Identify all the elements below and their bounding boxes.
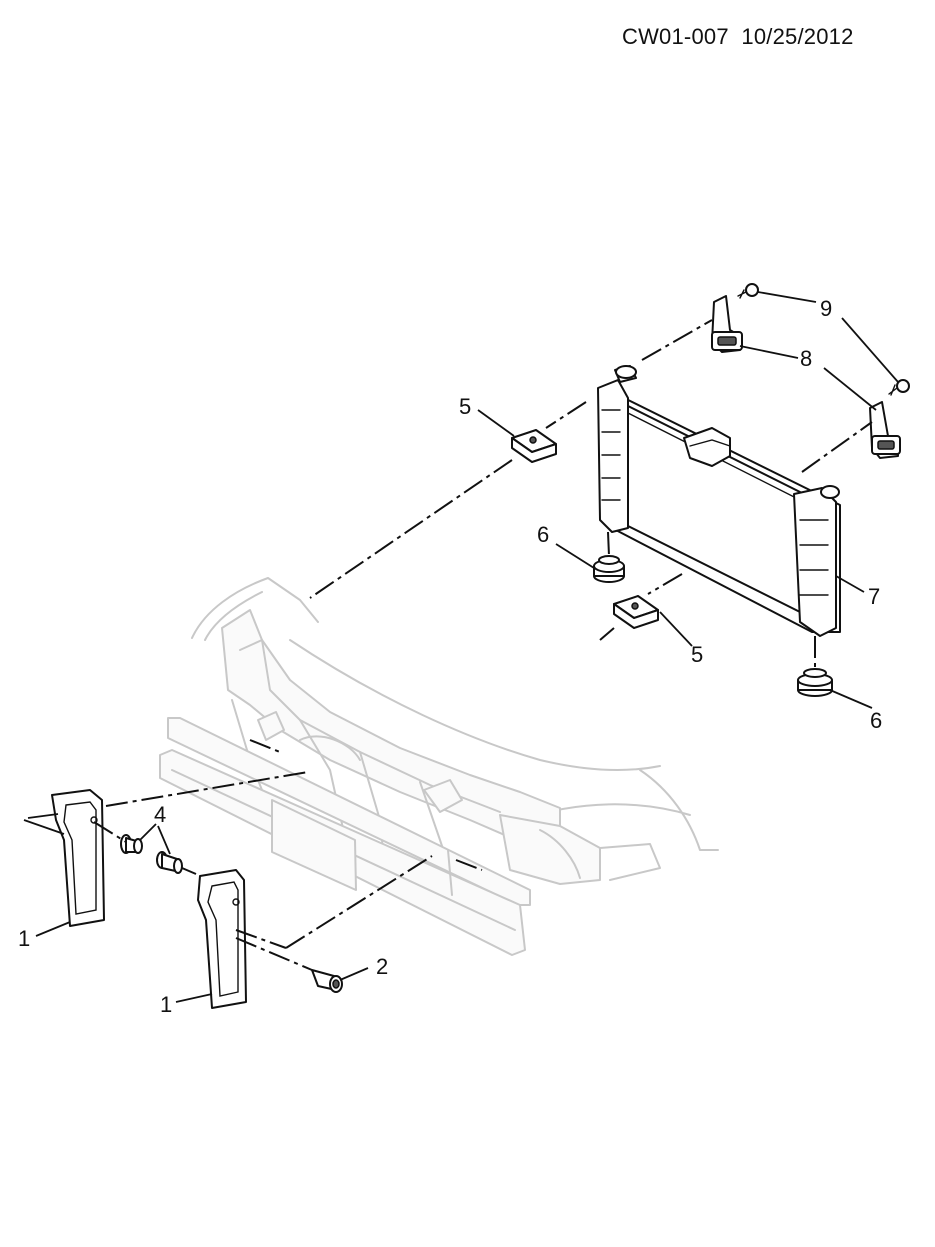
- radiator: [597, 365, 841, 637]
- callout-4: 4: [154, 802, 166, 827]
- push-pin-lower: [156, 851, 183, 874]
- lower-cushion-right: [797, 668, 833, 697]
- callout-1-right: 1: [160, 992, 172, 1017]
- lower-insulator: [613, 595, 659, 629]
- push-pin-upper: [120, 834, 143, 854]
- callout-5-upper: 5: [459, 394, 471, 419]
- diagram-date: 10/25/2012: [741, 24, 854, 49]
- callout-8: 8: [800, 346, 812, 371]
- callout-2: 2: [376, 954, 388, 979]
- assembly-lines: [93, 319, 873, 971]
- diagram-code: CW01-007: [622, 24, 729, 49]
- upper-insulator: [511, 429, 557, 463]
- upper-mount-bracket-right: [869, 401, 901, 459]
- callout-1-left: 1: [18, 926, 30, 951]
- callout-labels: 1 1 2 4 5 5 6 6 7 8 9: [18, 296, 882, 1017]
- callout-6-right: 6: [870, 708, 882, 733]
- callout-6-left: 6: [537, 522, 549, 547]
- air-baffle-left: [51, 789, 105, 927]
- vehicle-front-structure: [159, 577, 719, 956]
- callout-9: 9: [820, 296, 832, 321]
- bracket-bolt-left: [737, 283, 759, 299]
- baffle-bolt: [311, 969, 343, 993]
- callout-7: 7: [868, 584, 880, 609]
- air-baffle-right: [197, 869, 247, 1009]
- upper-mount-bracket-left: [711, 295, 743, 353]
- lower-cushion-left: [593, 555, 625, 583]
- callout-5-lower: 5: [691, 642, 703, 667]
- diagram-header: CW01-007 10/25/2012: [622, 24, 854, 50]
- bracket-bolt-right: [888, 379, 910, 396]
- leader-lines: [23, 291, 899, 1003]
